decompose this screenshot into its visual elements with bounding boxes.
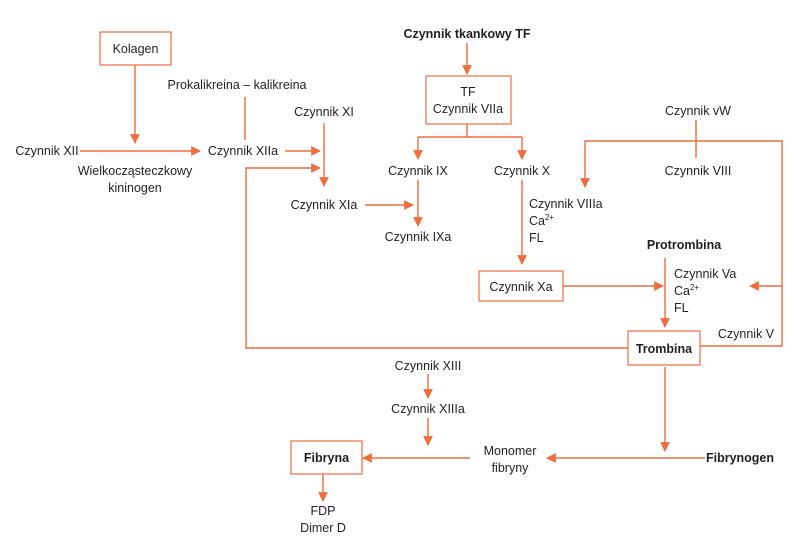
label-czynnik-viia: Czynnik VIIa [433, 102, 503, 116]
label-czynnik-xii: Czynnik XII [15, 144, 78, 158]
label-czynnik-x: Czynnik X [494, 164, 551, 178]
label-czynnik-viii: Czynnik VIII [665, 164, 732, 178]
label-fdp: FDP [311, 504, 336, 518]
label-ca-1: Ca2+ [529, 213, 554, 228]
label-wielkoczasteczkowy: Wielkocząsteczkowy [78, 164, 193, 178]
label-czynnik-xiiia: Czynnik XIIIa [391, 402, 465, 416]
box-tf-viia [425, 75, 512, 125]
label-czynnik-vw: Czynnik vW [665, 104, 731, 118]
label-fl-1: FL [529, 231, 544, 245]
label-czynnik-viiia: Czynnik VIIIa [529, 197, 603, 211]
connectors [80, 43, 783, 502]
label-czynnik-tkankowy: Czynnik tkankowy TF [403, 27, 530, 41]
label-czynnik-va: Czynnik Va [674, 267, 736, 281]
label-tf: TF [460, 85, 476, 99]
boxes [99, 31, 701, 475]
box-trombina [627, 330, 701, 366]
label-protrombina: Protrombina [647, 238, 722, 252]
label-ca-2: Ca2+ [674, 283, 699, 298]
box-kolagen [99, 31, 172, 66]
label-ca-1-text: Ca [529, 214, 545, 228]
label-czynnik-xiia: Czynnik XIIa [208, 144, 278, 158]
label-fibrynogen: Fibrynogen [706, 451, 774, 465]
label-czynnik-xia: Czynnik XIa [291, 198, 358, 212]
label-czynnik-v: Czynnik V [718, 327, 775, 341]
arrow-trombina-feedback-xi [245, 163, 628, 349]
label-kininogen: kininogen [108, 181, 162, 195]
label-prokalikreina: Prokalikreina – kalikreina [168, 78, 307, 92]
labels: Kolagen Prokalikreina – kalikreina Czynn… [15, 27, 774, 535]
box-czynnik-xa [478, 270, 564, 302]
label-dimer-d: Dimer D [300, 521, 346, 535]
label-fl-2: FL [674, 301, 689, 315]
label-monomer: Monomer [484, 444, 537, 458]
label-czynnik-xiii: Czynnik XIII [395, 359, 462, 373]
label-ca-2-sup: 2+ [690, 283, 699, 292]
label-fibryna: Fibryna [304, 451, 350, 465]
box-fibryna [290, 440, 363, 475]
label-czynnik-ix: Czynnik IX [388, 164, 448, 178]
arrow-trombina-to-viiia [580, 140, 783, 347]
label-czynnik-ixa: Czynnik IXa [385, 230, 452, 244]
label-fibryny: fibryny [492, 461, 530, 475]
label-ca-1-sup: 2+ [545, 213, 554, 222]
label-czynnik-xi: Czynnik XI [294, 105, 354, 119]
label-ca-2-text: Ca [674, 284, 690, 298]
label-czynnik-xa: Czynnik Xa [489, 280, 552, 294]
label-trombina: Trombina [636, 342, 693, 356]
label-kolagen: Kolagen [113, 42, 159, 56]
